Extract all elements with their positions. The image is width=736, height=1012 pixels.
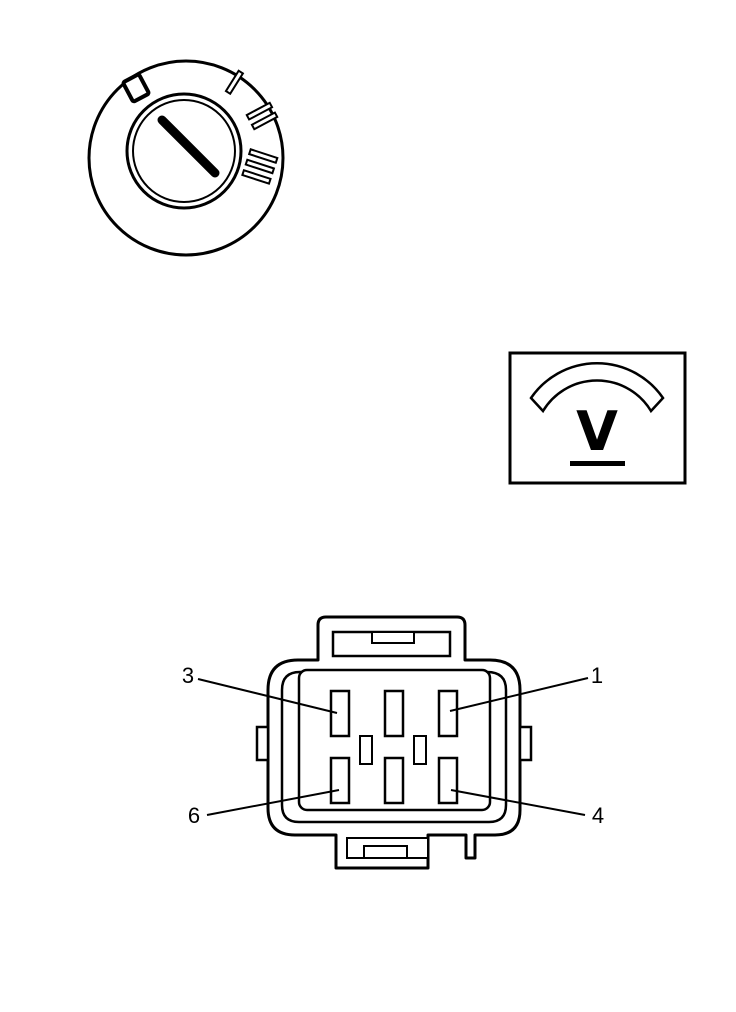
voltmeter-symbol: V xyxy=(576,400,618,463)
pin-label-6: 6 xyxy=(188,803,200,828)
pin-cavity-3 xyxy=(329,689,351,738)
ignition-switch xyxy=(87,59,285,257)
leader-line-1 xyxy=(449,677,589,712)
position-1-marker-icon xyxy=(224,69,245,96)
leader-line-6 xyxy=(206,789,340,816)
voltmeter-scale-arc xyxy=(529,362,665,414)
connector-top-lock xyxy=(371,631,415,644)
pin-cavity-6 xyxy=(329,756,351,805)
pin-cavity-4 xyxy=(437,756,459,805)
polarization-key-left xyxy=(359,735,373,765)
pin-label-3: 3 xyxy=(182,663,194,688)
pin-cavity-2 xyxy=(383,689,405,738)
position-2-marker-icon xyxy=(245,101,279,131)
position-3-marker-icon xyxy=(241,148,279,185)
key-slot-icon xyxy=(157,115,220,178)
lock-position-icon xyxy=(121,72,151,104)
connector-left-tab xyxy=(255,725,270,762)
pin-cavity-1 xyxy=(437,689,459,738)
voltmeter: V xyxy=(508,351,687,485)
pin-label-1: 1 xyxy=(591,663,603,688)
connector-bottom-lock xyxy=(363,845,408,859)
connector-right-tab xyxy=(518,725,533,762)
pin-cavity-5 xyxy=(383,756,405,805)
connector: 3 1 6 4 xyxy=(182,615,604,870)
dc-line-icon xyxy=(570,461,625,466)
leader-line-4 xyxy=(450,789,586,816)
leader-line-3 xyxy=(197,678,338,714)
pin-label-4: 4 xyxy=(592,803,604,828)
polarization-key-right xyxy=(413,735,427,765)
ignition-cylinder-inner xyxy=(132,99,236,203)
